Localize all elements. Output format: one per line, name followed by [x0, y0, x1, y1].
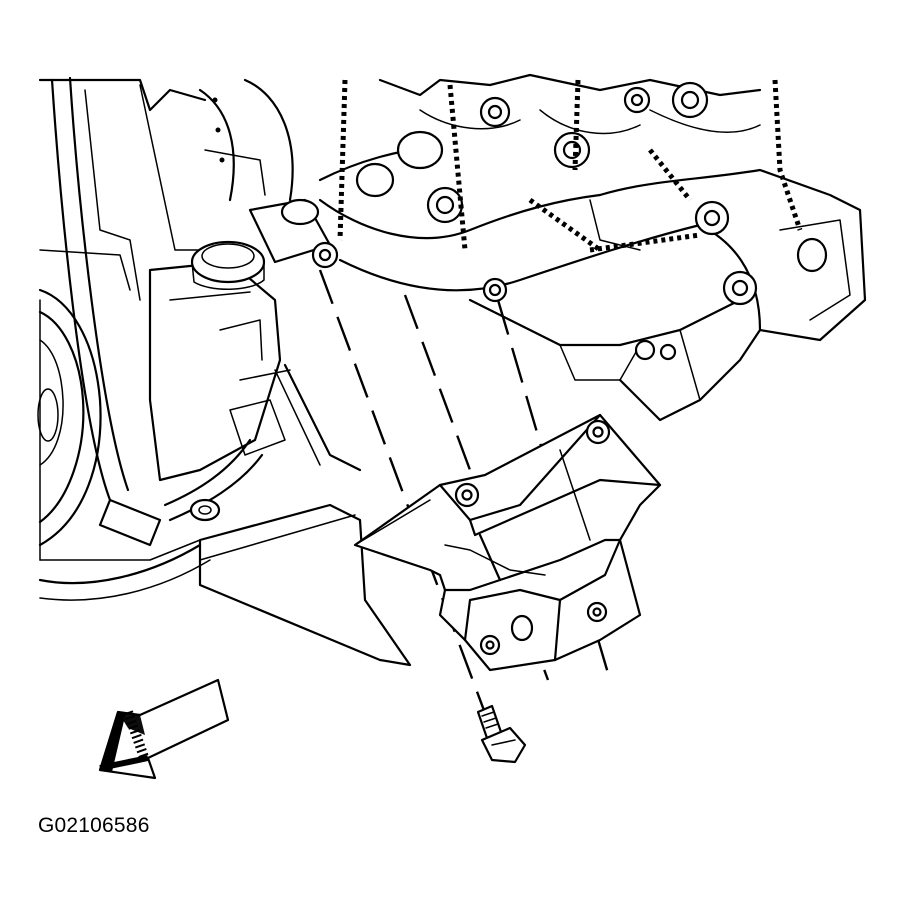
front-direction-arrow-icon	[98, 678, 230, 780]
oil-pan-shield	[198, 363, 412, 667]
upper-coolant-tube	[248, 130, 444, 264]
exhaust-manifold	[318, 73, 867, 422]
manifold-nuts	[311, 81, 758, 361]
mounting-bolt	[476, 704, 527, 764]
fluid-reservoir	[148, 240, 282, 482]
wiring-harness	[337, 79, 803, 253]
crankshaft-pulley	[37, 288, 102, 561]
figure-code: G02106586	[38, 814, 150, 837]
engine-mount-bracket	[353, 413, 662, 672]
accessory-drive-belt	[50, 76, 162, 547]
lower-hose	[163, 369, 291, 522]
